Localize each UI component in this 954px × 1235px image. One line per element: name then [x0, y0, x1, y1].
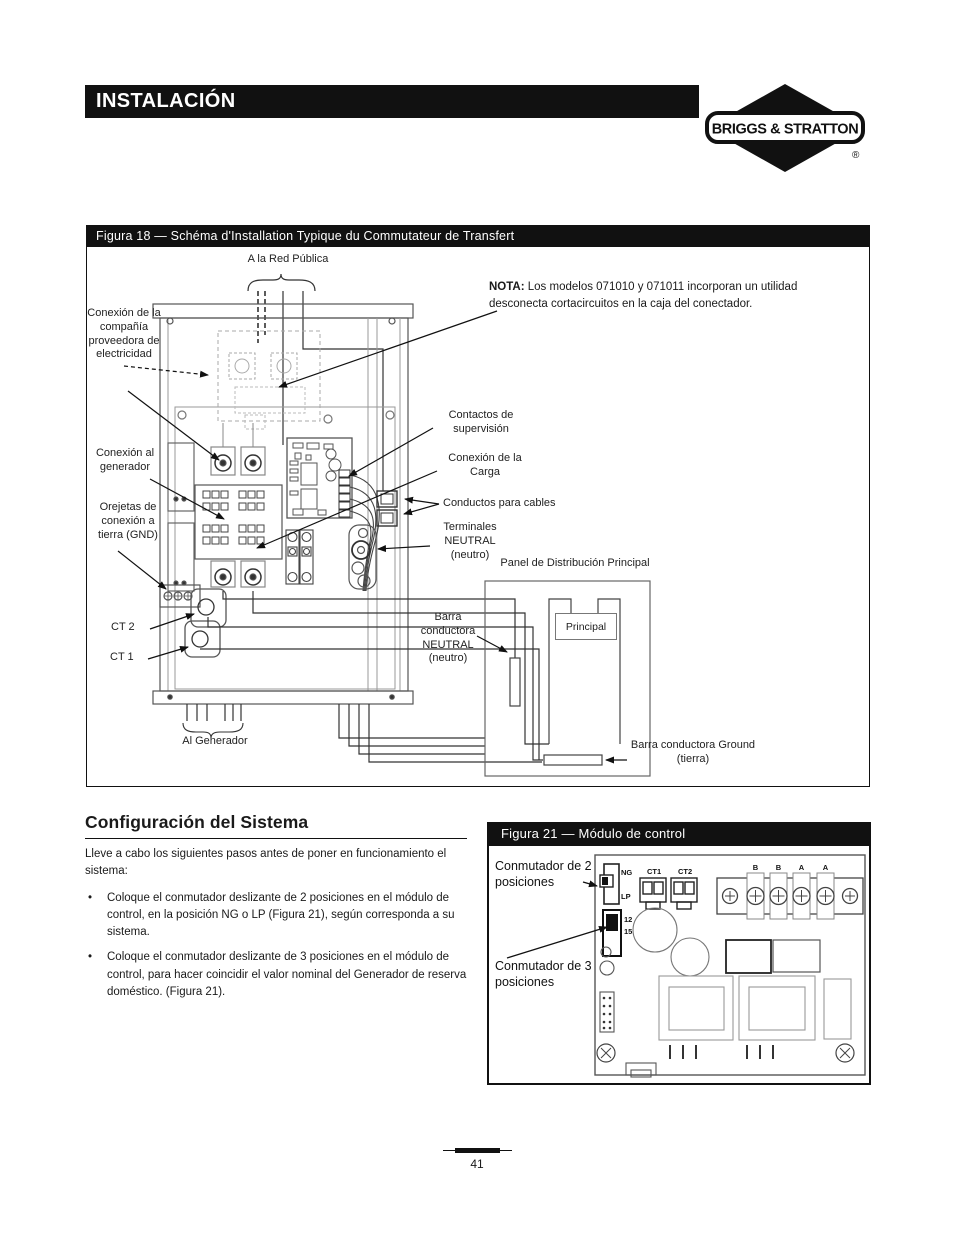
three-position-switch: 12 15 [602, 909, 632, 957]
figura-18-title: Figura 18 — Schéma d'Installation Typiqu… [96, 229, 515, 243]
figura-21: Figura 21 — Módulo de control NG LP [487, 822, 871, 1085]
terminal-label-3: A [799, 863, 805, 872]
label-contactos: Contactos de supervisión [448, 409, 514, 435]
figura-18-diagram: A la Red Pública NOTA: Los modelos 07101… [86, 247, 870, 787]
current-transformers [184, 588, 227, 658]
switch2-pos-top-label: NG [621, 868, 632, 877]
field-wiring [200, 591, 549, 763]
terminal-label-1: B [753, 863, 759, 872]
bullet-marker: • [88, 891, 93, 904]
figura-18-title-bar: Figura 18 — Schéma d'Installation Typiqu… [86, 225, 870, 247]
footer-divider [442, 1148, 512, 1154]
board-components [599, 907, 852, 1078]
config-intro: Lleve a cabo los siguientes pasos antes … [85, 848, 447, 878]
brand-logo: BRIGGS & STRATTON ® [705, 82, 865, 174]
label-al-generador: Al Generador [182, 735, 248, 747]
bullet-text: Coloque el conmutador deslizante de 2 po… [107, 891, 455, 939]
logo-brand-text: BRIGGS & STRATTON [712, 122, 859, 138]
label-panel-distribucion: Panel de Distribución Principal [500, 557, 650, 569]
label-terminales-neutral: Terminales NEUTRAL (neutro) [443, 521, 497, 561]
switch3-pos-top-label: 12 [624, 915, 632, 924]
section-header: INSTALACIÓN [85, 85, 699, 118]
label-orejetas-gnd: Orejetas de conexión a tierra (GND) [98, 501, 158, 541]
label-conexion-carga: Conexión de la Carga [448, 452, 522, 478]
bullet-marker: • [88, 951, 93, 964]
figura-21-title: Figura 21 — Módulo de control [501, 826, 686, 841]
label-conductos: Conductos para cables [443, 497, 556, 509]
principal-breaker-box: Principal [555, 613, 617, 640]
page-footer: 41 [412, 1148, 542, 1171]
control-module-board: NG LP 12 15 CT1 CT2 [506, 854, 866, 1078]
figura-21-diagram: NG LP 12 15 CT1 CT2 [487, 846, 871, 1085]
logo-registered-mark: ® [852, 150, 860, 161]
switch3-pos-bottom-label: 15 [624, 927, 632, 936]
figura-21-title-bar: Figura 21 — Módulo de control [487, 822, 871, 846]
nota-text: Los modelos 071010 y 071011 incorporan u… [489, 281, 798, 310]
figura-18: Figura 18 — Schéma d'Installation Typiqu… [86, 225, 870, 787]
label-red-publica: A la Red Pública [247, 253, 329, 265]
config-section: Configuración del Sistema Lleve a cabo l… [85, 812, 467, 1009]
callout-arrows [117, 310, 627, 764]
mounting-screws [596, 1043, 855, 1063]
load-terminal-strip [285, 529, 314, 585]
label-ct1: CT 1 [110, 651, 134, 663]
control-pcb [286, 437, 353, 519]
label-principal: Principal [565, 620, 607, 633]
label-barra-ground: Barra conductora Ground (tierra) [630, 739, 756, 765]
cable-conduits [376, 490, 398, 527]
generator-feed-stubs [182, 704, 244, 739]
section-title: INSTALACIÓN [96, 90, 236, 112]
pcb-wire-harness [349, 474, 380, 592]
label-conmutador-3pos: Conmutador de 3 posiciones [495, 959, 592, 989]
label-conexion-generador: Conexión al generador [95, 447, 155, 473]
ground-lug [159, 584, 201, 608]
briggs-stratton-logo-icon: BRIGGS & STRATTON ® [705, 84, 865, 172]
label-conexion-compania: Conexión de la compañía proveedora de el… [87, 307, 161, 361]
transfer-switch-diagram [117, 273, 651, 777]
transfer-switch-enclosure [152, 303, 414, 705]
label-conmutador-2pos: Conmutador de 2 posiciones [495, 859, 592, 889]
config-bullet-2: • Coloque el conmutador deslizante de 3 … [85, 949, 467, 1001]
utility-feed-wires [247, 273, 384, 491]
bullet-text: Coloque el conmutador deslizante de 3 po… [107, 951, 467, 998]
config-bullet-1: • Coloque el conmutador deslizante de 2 … [85, 890, 467, 942]
figura21-arrows [506, 880, 608, 959]
config-heading: Configuración del Sistema [85, 812, 467, 839]
ct2-label: CT2 [678, 867, 692, 876]
terminal-label-4: A [823, 863, 829, 872]
ct1-label: CT1 [647, 867, 661, 876]
terminal-label-2: B [776, 863, 782, 872]
utility-breaker-dashed-box [217, 330, 321, 447]
two-position-switch: NG LP [599, 863, 632, 905]
terminal-block: B B A A [716, 863, 864, 920]
page-number: 41 [470, 1157, 484, 1171]
label-ct2: CT 2 [111, 621, 135, 633]
nota-paragraph: NOTA: Los modelos 071010 y 071011 incorp… [489, 279, 825, 312]
ct-connectors: CT1 CT2 [639, 867, 698, 910]
switch2-pos-bottom-label: LP [621, 892, 631, 901]
contactor-assembly [167, 442, 283, 592]
label-barra-neutral: Barra conductora NEUTRAL (neutro) [420, 611, 476, 665]
neutral-bar-assembly [348, 524, 377, 590]
nota-bold: NOTA: [489, 281, 525, 293]
